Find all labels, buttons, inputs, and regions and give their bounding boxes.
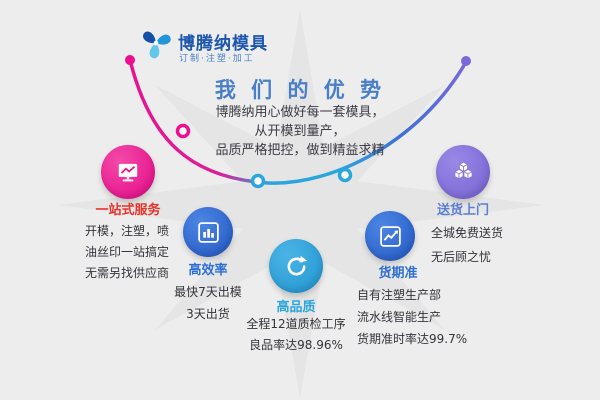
desc-line: 良品率达98.96%: [249, 338, 343, 352]
desc-line: 3天出货: [186, 307, 230, 321]
cubes-icon: [454, 161, 472, 179]
feature-desc-one-stop: 开模，注塑，喷 油丝印一站搞定 无需另找供应商: [85, 221, 195, 284]
feature-title-efficiency: 高效率: [188, 263, 228, 278]
feature-desc-ontime: 自有注塑生产部 流水线智能生产 货期准时率达99.7%: [357, 284, 487, 350]
star-shape: [58, 10, 545, 398]
curve-dot-pink: [175, 123, 191, 139]
curve-path: [128, 58, 468, 185]
refresh-arrows-icon: [287, 255, 307, 275]
feature-circle-efficiency: [183, 207, 233, 257]
desc-line: 油丝印一站搞定: [85, 245, 170, 259]
desc-line: 无后顾之忧: [431, 250, 492, 264]
brand-tagline: 订制·注塑·加工: [179, 54, 255, 64]
brand-logo-icon: [143, 31, 171, 59]
desc-line: 货期准时率达99.7%: [357, 332, 468, 346]
presentation-chart-icon: [118, 163, 138, 182]
desc-line: 流水线智能生产: [357, 310, 442, 324]
feature-title-quality: 高品质: [276, 300, 316, 315]
subtitle-line: 从开模到量产，: [254, 124, 346, 139]
feature-title-ontime: 货期准: [378, 266, 418, 281]
feature-desc-quality: 全程12道质检工序 良品率达98.96%: [234, 314, 358, 356]
bar-chart-icon: [197, 221, 219, 243]
page-title: 我 们 的 优 势: [214, 78, 386, 102]
feature-desc-delivery: 全城免费送货 无后顾之忧: [431, 221, 531, 269]
subtitle-line: 品质严格把控，做到精益求精: [215, 143, 385, 158]
desc-line: 最快7天出模: [174, 285, 242, 299]
feature-circle-ontime: [365, 211, 415, 261]
curve-dot-cyan-2: [337, 167, 353, 183]
feature-circle-delivery: [436, 145, 490, 199]
brand-name: 博腾纳模具: [178, 34, 268, 54]
desc-line: 全城免费送货: [431, 226, 504, 240]
desc-line: 无需另找供应商: [85, 266, 170, 280]
feature-title-delivery: 送货上门: [436, 203, 489, 218]
curve-dot-start: [125, 55, 135, 65]
page-subtitle: 博腾纳用心做好每一套模具， 从开模到量产， 品质严格把控，做到精益求精: [0, 103, 600, 160]
curve-dot-cyan-1: [250, 173, 266, 189]
desc-line: 自有注塑生产部: [357, 288, 442, 302]
curve-dot-end: [461, 56, 471, 66]
desc-line: 全程12道质检工序: [246, 317, 346, 331]
feature-circle-one-stop: [101, 145, 155, 199]
feature-desc-efficiency: 最快7天出模 3天出货: [160, 281, 256, 325]
trend-chart-icon: [379, 225, 401, 247]
desc-line: 开模，注塑，喷: [85, 224, 170, 238]
feature-circle-quality: [269, 239, 323, 293]
feature-title-one-stop: 一站式服务: [95, 203, 161, 218]
subtitle-line: 博腾纳用心做好每一套模具，: [215, 105, 385, 120]
